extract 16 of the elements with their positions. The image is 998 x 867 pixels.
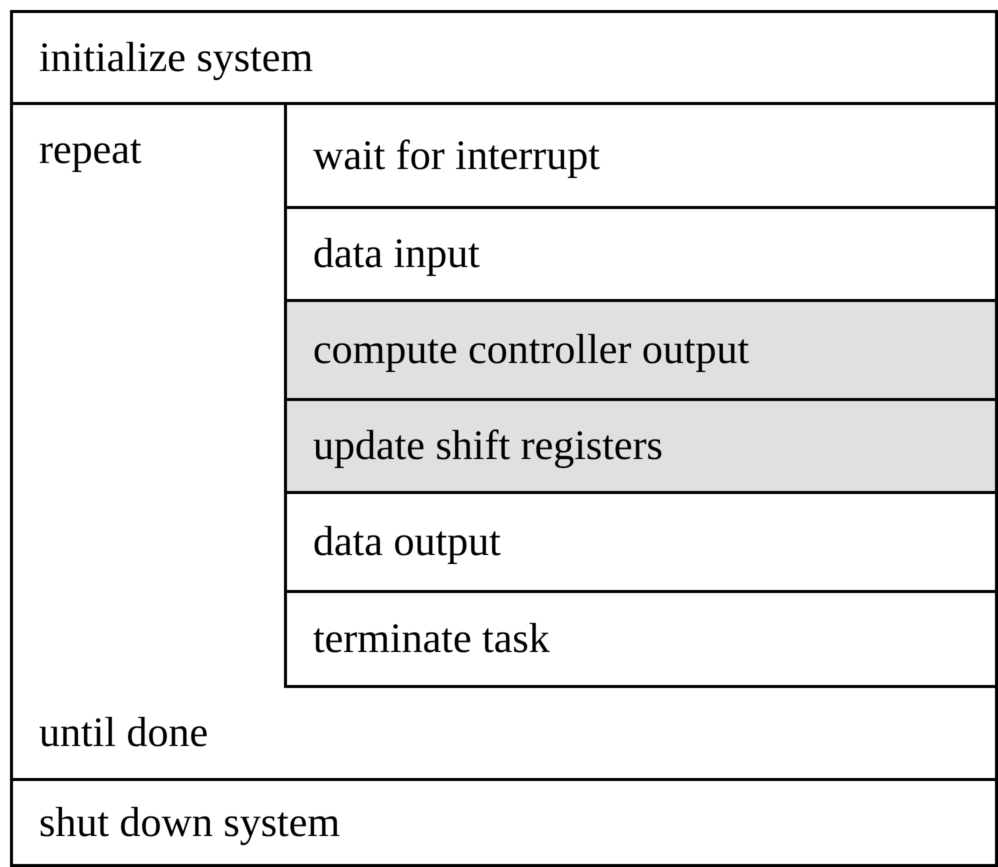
step-label: update shift registers bbox=[313, 425, 663, 467]
step-label: shut down system bbox=[39, 802, 340, 844]
loop-header: repeat bbox=[39, 129, 142, 171]
process-box bbox=[284, 590, 998, 688]
step-label: data output bbox=[313, 521, 501, 563]
process-box bbox=[284, 299, 998, 401]
step-label: wait for interrupt bbox=[313, 134, 600, 176]
loop-footer: until done bbox=[39, 712, 208, 754]
process-box bbox=[10, 10, 998, 105]
step-label: initialize system bbox=[39, 36, 314, 78]
step-label: compute controller output bbox=[313, 329, 750, 371]
process-box bbox=[10, 778, 998, 867]
loop-block bbox=[10, 102, 998, 781]
step-label: data input bbox=[313, 233, 480, 275]
process-box bbox=[284, 398, 998, 494]
step-label: terminate task bbox=[313, 618, 550, 660]
